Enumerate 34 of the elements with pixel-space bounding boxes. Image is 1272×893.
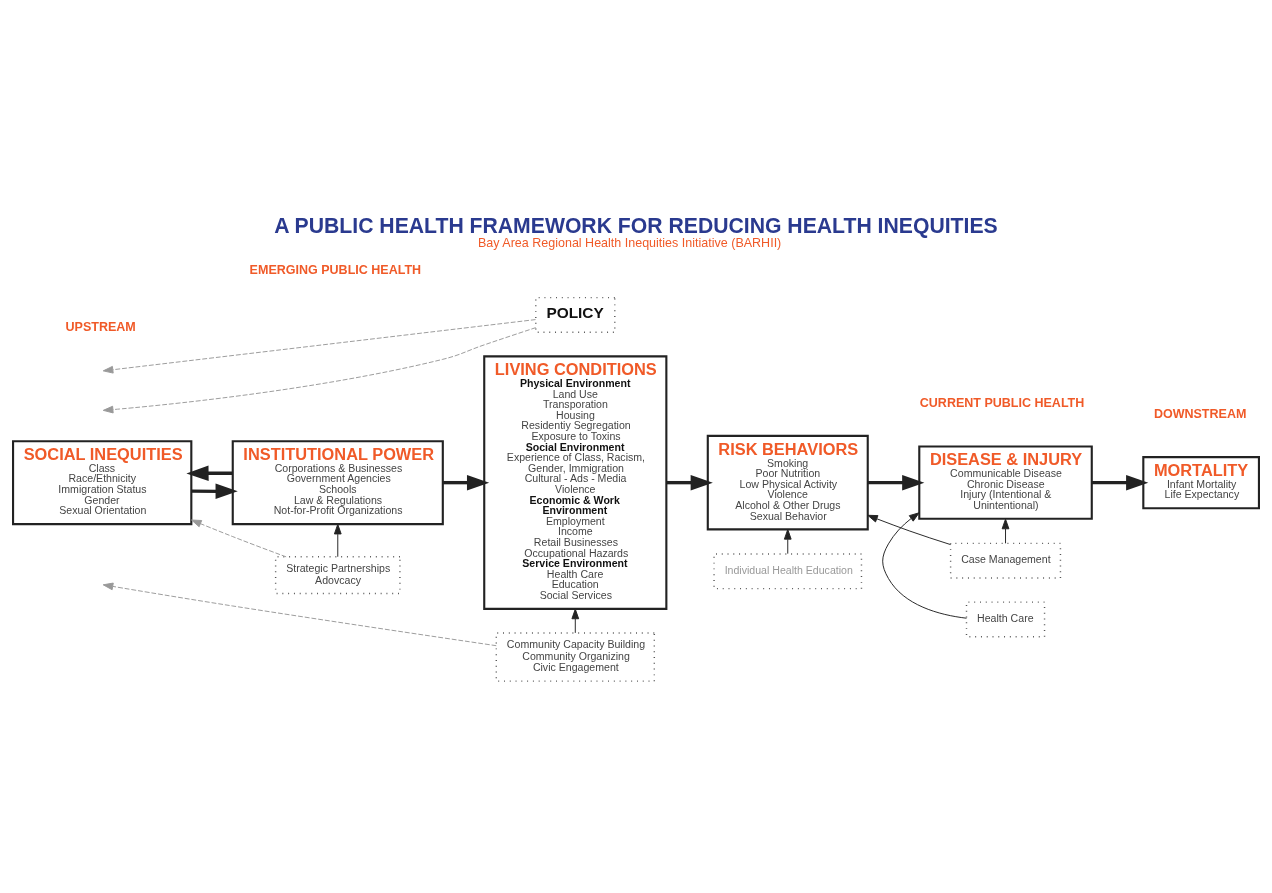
arrow (783, 528, 792, 554)
arrow (666, 474, 713, 490)
node-box: POLICY (535, 296, 616, 333)
node-box: Strategic Partnerships Adovcacy (274, 555, 401, 594)
diagram-title: A PUBLIC HEALTH FRAMEWORK FOR REDUCING HEALTH INEQUITIES (274, 213, 998, 237)
arrow (443, 474, 490, 490)
arrow (867, 514, 952, 545)
node-box: Community Capacity Building Community Organizing Civic Engagement (495, 631, 656, 682)
label: UPSTREAM (65, 319, 136, 334)
arrow (1001, 518, 1010, 544)
node-box: SOCIAL INEQUITIES Class Race/Ethnicity Immigration Status Gender Sexual Orientation (12, 439, 193, 525)
node-box: MORTALITY Infant Mortality Life Expectancy (1142, 455, 1260, 509)
arrow (867, 474, 925, 490)
node-box: INSTITUTIONAL POWER Corporations & Businesses Government Agencies Schools Law & Regulations Not-for-Profit Organizations (231, 439, 444, 525)
node-box: Individual Health Education (713, 552, 863, 589)
arrow (191, 483, 238, 499)
node-box: RISK BEHAVIORS Smoking Poor Nutrition Low Physical Activity Violence Alcohol & Other Drugs Sexual Behavior (706, 434, 869, 530)
arrow (333, 523, 342, 557)
arrow (102, 318, 536, 374)
caption: Bay Area Regional Health Inequities Initiative (BARHII) (477, 235, 782, 250)
arrow (102, 326, 537, 413)
arrow (571, 608, 580, 633)
node-box: Case Management (949, 542, 1062, 579)
label: DOWNSTREAM (1153, 406, 1247, 421)
node-box: Health Care (965, 600, 1046, 638)
arrow (191, 519, 287, 557)
arrow (186, 465, 233, 481)
arrow (882, 511, 967, 619)
label: CURRENT PUBLIC HEALTH (919, 395, 1085, 410)
node-box: DISEASE & INJURY Communicable Disease Chronic Disease Injury (Intentional & Unintentional) (918, 444, 1093, 520)
arrow (102, 582, 497, 646)
arrow (1092, 474, 1149, 490)
node-box: LIVING CONDITIONS Physical Environment Land Use Transporation Housing Residentiy Segregation Exposure to Toxins Social Environment Experience of Class, Racism, Gender, Immigration Cultural - Ads - Media Violence Economic & Work Environment Employment Income Retail Businesses Occupational Hazards Service Environment Health Care Education Social Services (483, 354, 668, 610)
label: EMERGING PUBLIC HEALTH (249, 262, 422, 277)
